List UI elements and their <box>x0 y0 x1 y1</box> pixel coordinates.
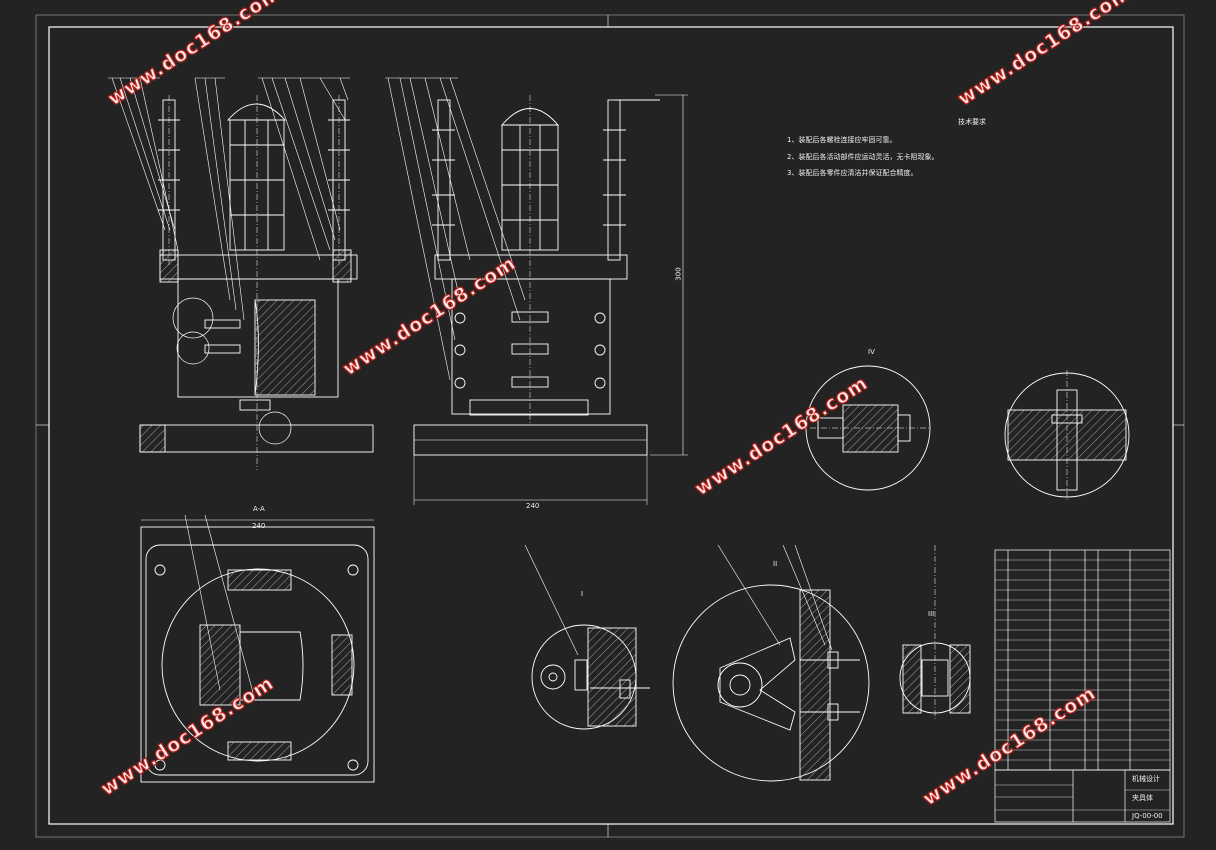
sheet-border <box>35 14 1185 838</box>
dim-width-front: 240 <box>526 502 540 510</box>
detail-v <box>1004 370 1130 500</box>
note-1: 1、装配后各螺栓连接应牢固可靠。 <box>787 136 897 144</box>
note-3: 3、装配后各零件应清洁并保证配合精度。 <box>787 169 918 177</box>
notes-title: 技术要求 <box>958 118 986 126</box>
detail-i <box>524 544 650 730</box>
dim-height: 300 <box>674 267 683 281</box>
detail-ii <box>672 544 870 782</box>
label-detail-iv: IV <box>868 348 875 356</box>
title-block-name: 夹具体 <box>1132 794 1153 802</box>
label-section-aa: A-A <box>253 505 265 513</box>
title-block-drawing-no: JQ-00-00 <box>1132 812 1163 820</box>
note-2: 2、装配后各活动部件应运动灵活，无卡阻现象。 <box>787 153 939 161</box>
detail-iii <box>899 545 971 720</box>
label-detail-iii: III <box>928 610 935 618</box>
title-block-school: 机械设计 <box>1132 775 1160 783</box>
parts-list-table <box>994 549 1171 823</box>
front-view <box>108 77 374 470</box>
dim-width-plan: 240 <box>252 522 266 530</box>
label-detail-i: I <box>581 590 584 598</box>
side-view <box>385 77 688 505</box>
label-detail-ii: II <box>773 560 778 568</box>
section-aa-view <box>140 514 375 783</box>
detail-iv <box>805 365 931 491</box>
